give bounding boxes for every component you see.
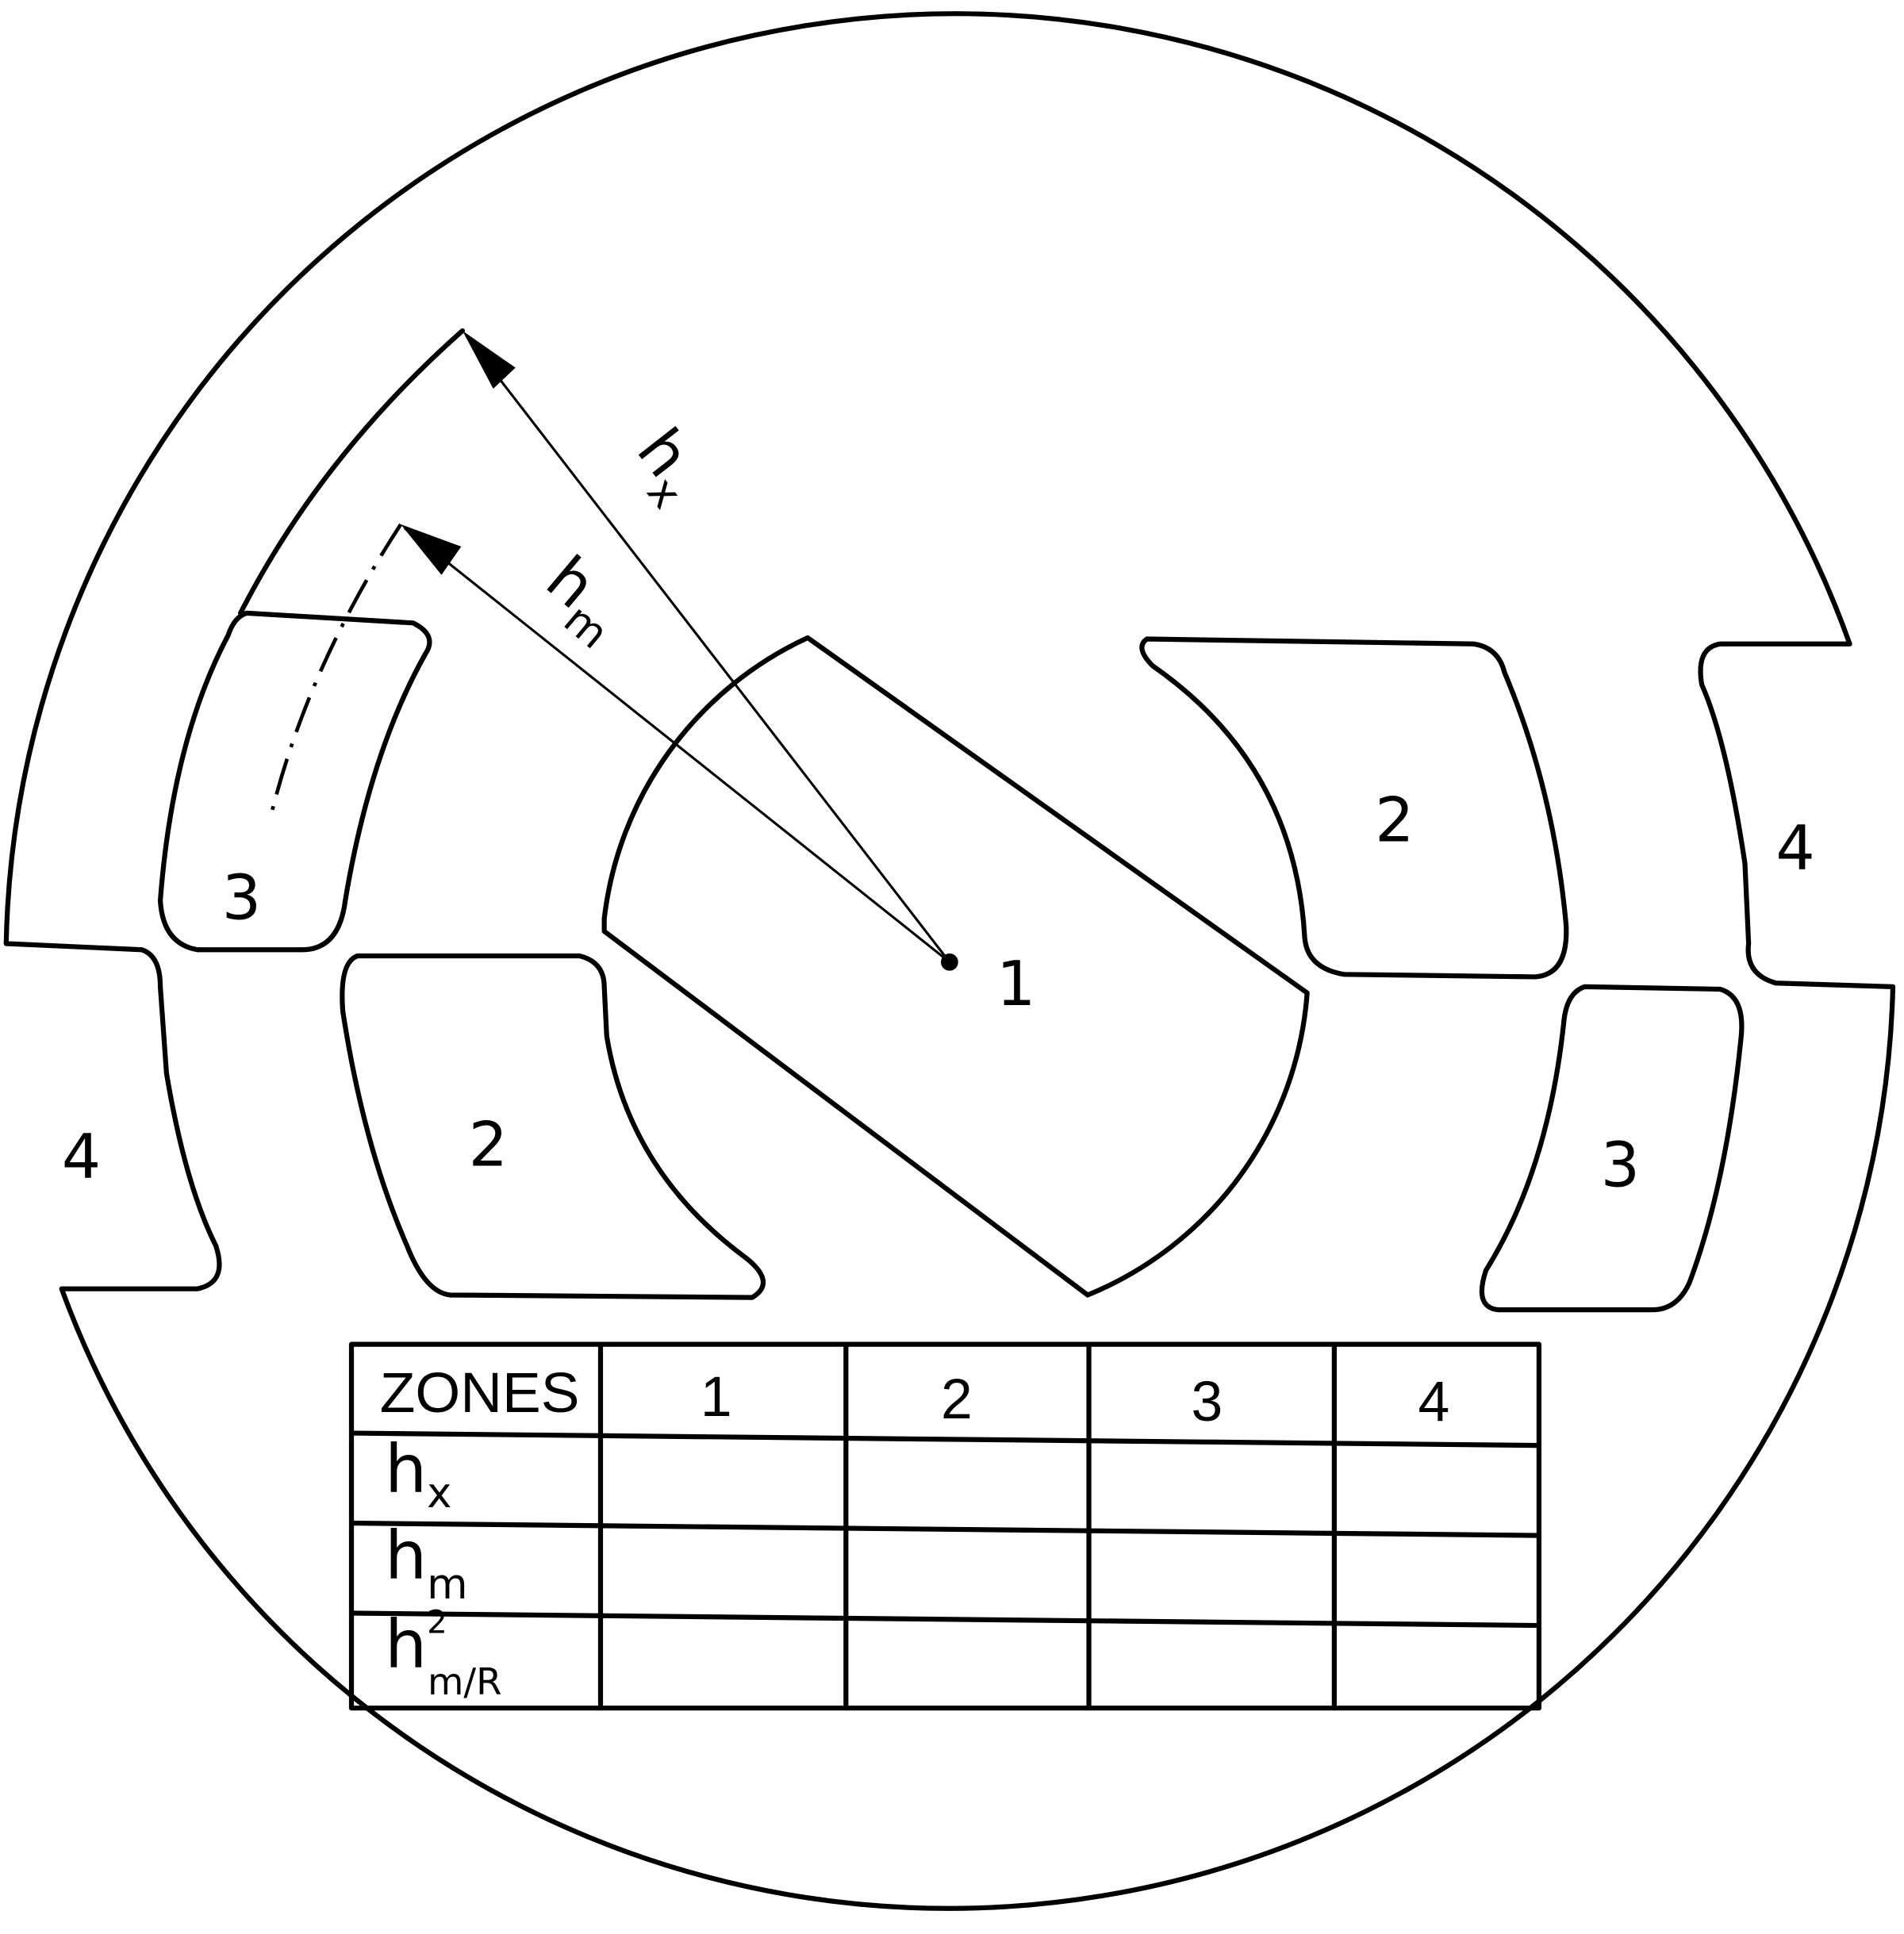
label-zone-4-left: 4 <box>62 1122 101 1193</box>
slot-left-zone-2 <box>340 953 766 1300</box>
slot-right-zone-3 <box>1479 984 1745 1313</box>
label-zone-4-right: 4 <box>1775 813 1814 884</box>
table-header-1: 1 <box>701 1365 732 1429</box>
hx-arc <box>238 328 466 616</box>
rotor-zone-1 <box>601 635 1310 1298</box>
hx-arrowhead-icon <box>462 330 516 389</box>
center-point <box>941 953 958 971</box>
table-header-3: 3 <box>1192 1370 1223 1433</box>
row-label-hx: hx <box>385 1430 451 1518</box>
outer-housing <box>3 11 1896 1911</box>
hx-radius-line <box>465 335 951 963</box>
hm-radius-line <box>403 527 950 963</box>
slot-right-zone-2 <box>1139 636 1569 980</box>
label-zone-2-right: 2 <box>1375 785 1414 856</box>
row-label-hm: hm <box>385 1517 468 1609</box>
hm-arrowhead-icon <box>401 524 462 575</box>
hm-label: hm <box>525 543 640 658</box>
hx-label: hx <box>613 416 719 518</box>
table-header-2: 2 <box>941 1368 973 1431</box>
hm-arc <box>269 523 403 815</box>
label-zone-1: 1 <box>996 949 1035 1020</box>
label-zone-2-left: 2 <box>469 1109 508 1180</box>
table-header-4: 4 <box>1418 1370 1450 1433</box>
slot-left-zone-3 <box>157 610 432 953</box>
label-zone-3-left: 3 <box>222 862 261 934</box>
table-header-zones: ZONES <box>380 1361 580 1425</box>
label-zone-3-right: 3 <box>1601 1130 1640 1202</box>
